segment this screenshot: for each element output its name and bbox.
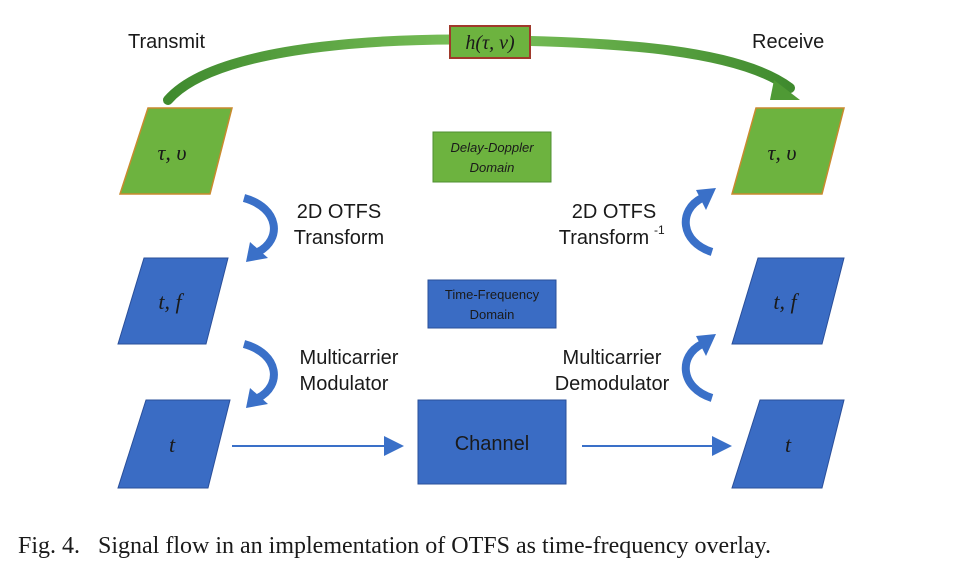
t-symbol-right: t [731, 399, 845, 489]
tf-symbol-right: t, f [731, 257, 845, 345]
transmit-label: Transmit [128, 31, 205, 53]
tf-symbol-left-label: t, f [158, 289, 184, 314]
otfs-right-line2: Transform [559, 227, 649, 249]
dd-domain-box: Delay-Doppler Domain [432, 131, 552, 183]
channel-box: Channel [417, 399, 567, 485]
dd-domain-line1: Delay-Doppler [450, 140, 534, 155]
tf-domain-box: Time-Frequency Domain [427, 279, 557, 329]
channel-response-label: h(τ, ν) [465, 32, 515, 54]
dd-symbol-right-label: τ, υ [768, 140, 797, 165]
otfs-arrow-left [242, 194, 278, 262]
tf-domain-line2: Domain [470, 307, 515, 322]
channel-response-box: h(τ, ν) [449, 25, 531, 59]
figure-caption: Fig. 4. Signal flow in an implementation… [18, 533, 771, 559]
channel-label: Channel [455, 433, 530, 455]
otfs-arrow-right [681, 188, 716, 256]
dd-symbol-left-label: τ, υ [158, 140, 187, 165]
t-symbol-left-label: t [169, 432, 176, 457]
t-symbol-left: t [117, 399, 231, 489]
tf-domain-line1: Time-Frequency [445, 287, 540, 302]
otfs-left-line1: 2D OTFS [297, 201, 381, 223]
mc-left-line1: Multicarrier [300, 347, 399, 369]
t-symbol-right-label: t [785, 432, 792, 457]
mc-left-line2: Modulator [300, 373, 389, 395]
mc-right-line2: Demodulator [555, 373, 670, 395]
receive-label: Receive [752, 31, 824, 53]
otfs-left-line2: Transform [294, 227, 384, 249]
otfs-right-superscript: -1 [654, 223, 665, 237]
tf-symbol-left: t, f [117, 257, 229, 345]
tf-symbol-right-label: t, f [773, 289, 799, 314]
dd-symbol-right: τ, υ [731, 107, 845, 195]
otfs-right-line1: 2D OTFS [572, 201, 656, 223]
mc-right-line1: Multicarrier [563, 347, 662, 369]
dd-symbol-left: τ, υ [118, 107, 233, 195]
arc-arrow-head [770, 80, 800, 100]
mc-arrow-left [242, 340, 278, 408]
dd-domain-line2: Domain [470, 160, 515, 175]
mc-arrow-right [681, 334, 716, 402]
